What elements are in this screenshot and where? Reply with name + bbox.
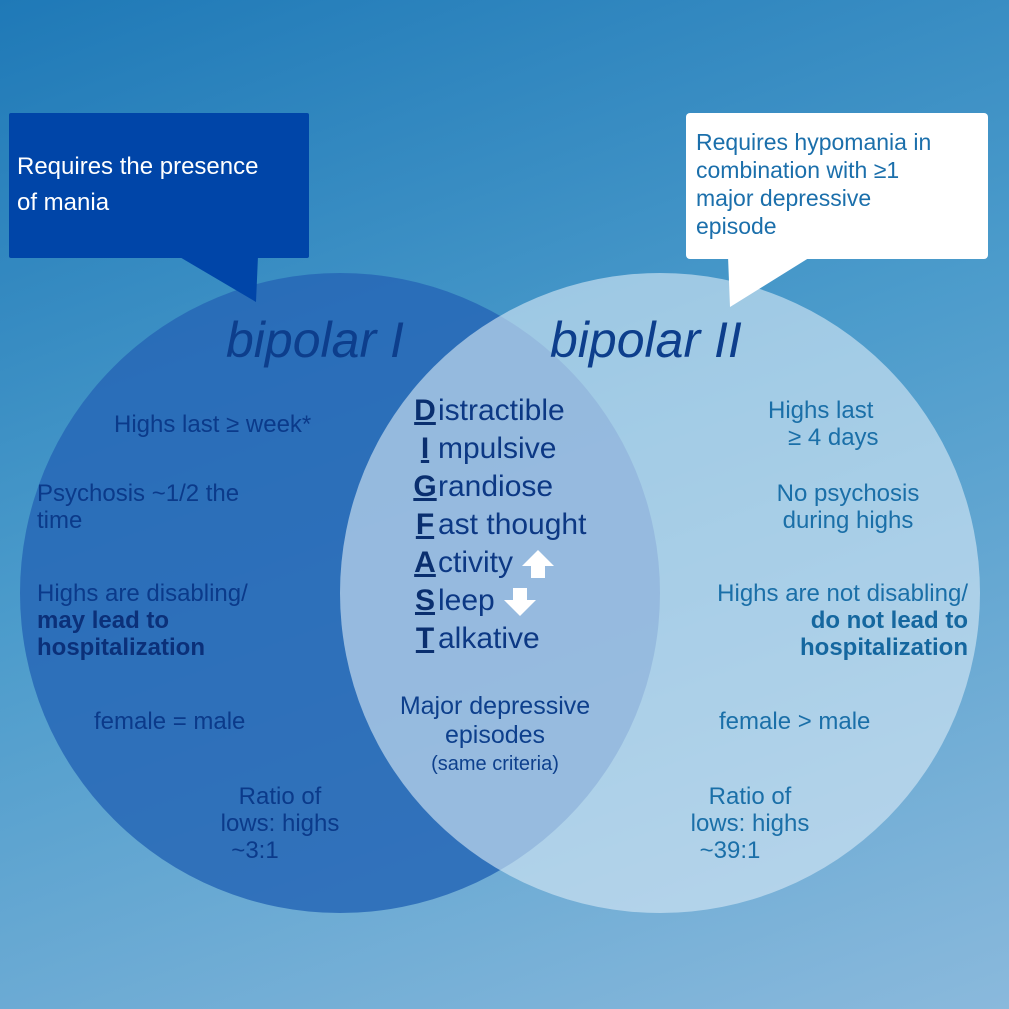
b2-psychosis-line: No psychosis (776, 480, 920, 507)
b2-disabling-bold: hospitalization (800, 634, 968, 661)
mnemonic-letter: D (414, 394, 436, 427)
callout-right-pointer (728, 256, 812, 307)
b2-psychosis-line: during highs (782, 507, 914, 534)
arrow-down-icon (504, 588, 537, 617)
b2-ratio-line: lows: highs (690, 810, 810, 837)
callout-left-line: of mania (17, 189, 110, 216)
b2-highs-duration: Highs last ≥ 4 days (768, 397, 879, 451)
callout-bipolar-2: Requires hypomania in combination with ≥… (686, 113, 988, 259)
callout-right-line: episode (696, 213, 777, 239)
b2-ratio-line: Ratio of (708, 783, 792, 810)
b2-psychosis: No psychosis during highs (740, 480, 956, 534)
b1-sex-ratio: female = male (94, 708, 246, 735)
b1-psychosis-line: time (37, 507, 83, 534)
b2-ratio-line: ~39:1 (699, 837, 761, 864)
mnemonic-word: leep (438, 584, 495, 617)
b2-highs-line: ≥ 4 days (788, 424, 879, 451)
bipolar-2-circle (340, 273, 980, 913)
b1-psychosis: Psychosis ~1/2 the time (37, 480, 239, 534)
mnemonic-word: randiose (438, 470, 554, 503)
b2-disabling: Highs are not disabling/ do not lead to … (640, 580, 968, 661)
b2-ratio: Ratio of lows: highs ~39:1 (660, 783, 840, 864)
b2-disabling-line: Highs are not disabling/ (717, 580, 968, 607)
b2-sex-ratio: female > male (719, 708, 871, 735)
mnemonic-letter: A (414, 546, 436, 579)
mnemonic-word: istractible (438, 394, 565, 427)
b1-disabling: Highs are disabling/ may lead to hospita… (37, 580, 248, 661)
b1-ratio-line: Ratio of (238, 783, 322, 810)
callout-left-pointer (178, 256, 258, 302)
b1-disabling-line: Highs are disabling/ (37, 580, 248, 607)
b1-disabling-bold: may lead to (37, 607, 170, 634)
title-bipolar-2: bipolar II (550, 312, 742, 368)
mnemonic-letter: I (420, 432, 430, 465)
mnemonic-letter: F (415, 508, 435, 541)
mnemonic-letter: G (413, 470, 437, 503)
shared-depressive: Major depressive episodes (same criteria… (360, 692, 630, 779)
mnemonic-row: Activity (412, 544, 555, 582)
mnemonic-row: Distractible (412, 392, 565, 430)
b1-psychosis-line: Psychosis ~1/2 the (37, 480, 240, 507)
title-bipolar-1: bipolar I (226, 312, 404, 368)
mnemonic-row: Grandiose (412, 468, 553, 506)
b2-disabling-bold: do not lead to (810, 607, 968, 634)
mnemonic-word: mpulsive (438, 432, 557, 465)
mnemonic-word: ast thought (438, 508, 587, 541)
arrow-up-icon (522, 550, 555, 579)
callout-right-line: major depressive (696, 185, 872, 211)
mnemonic-letter: T (415, 622, 435, 655)
callout-left-line: Requires the presence (17, 153, 259, 180)
callout-right-line: combination with ≥1 (696, 157, 900, 183)
b1-ratio-line: ~3:1 (231, 837, 279, 864)
b1-highs-duration: Highs last ≥ week* (114, 411, 312, 438)
mnemonic-word: alkative (438, 622, 540, 655)
mnemonic-word: ctivity (438, 546, 513, 579)
shared-depressive-line: episodes (444, 721, 546, 749)
b1-ratio: Ratio of lows: highs ~3:1 (180, 783, 380, 864)
shared-depressive-line: Major depressive (399, 692, 591, 720)
b1-ratio-line: lows: highs (220, 810, 340, 837)
callout-bipolar-1: Requires the presence of mania (9, 113, 309, 258)
b1-disabling-bold: hospitalization (37, 634, 205, 661)
shared-criteria: (same criteria) (431, 753, 559, 775)
callout-right-line: Requires hypomania in (696, 129, 932, 155)
mnemonic-letter: S (414, 584, 435, 617)
b2-highs-line: Highs last (768, 397, 874, 424)
